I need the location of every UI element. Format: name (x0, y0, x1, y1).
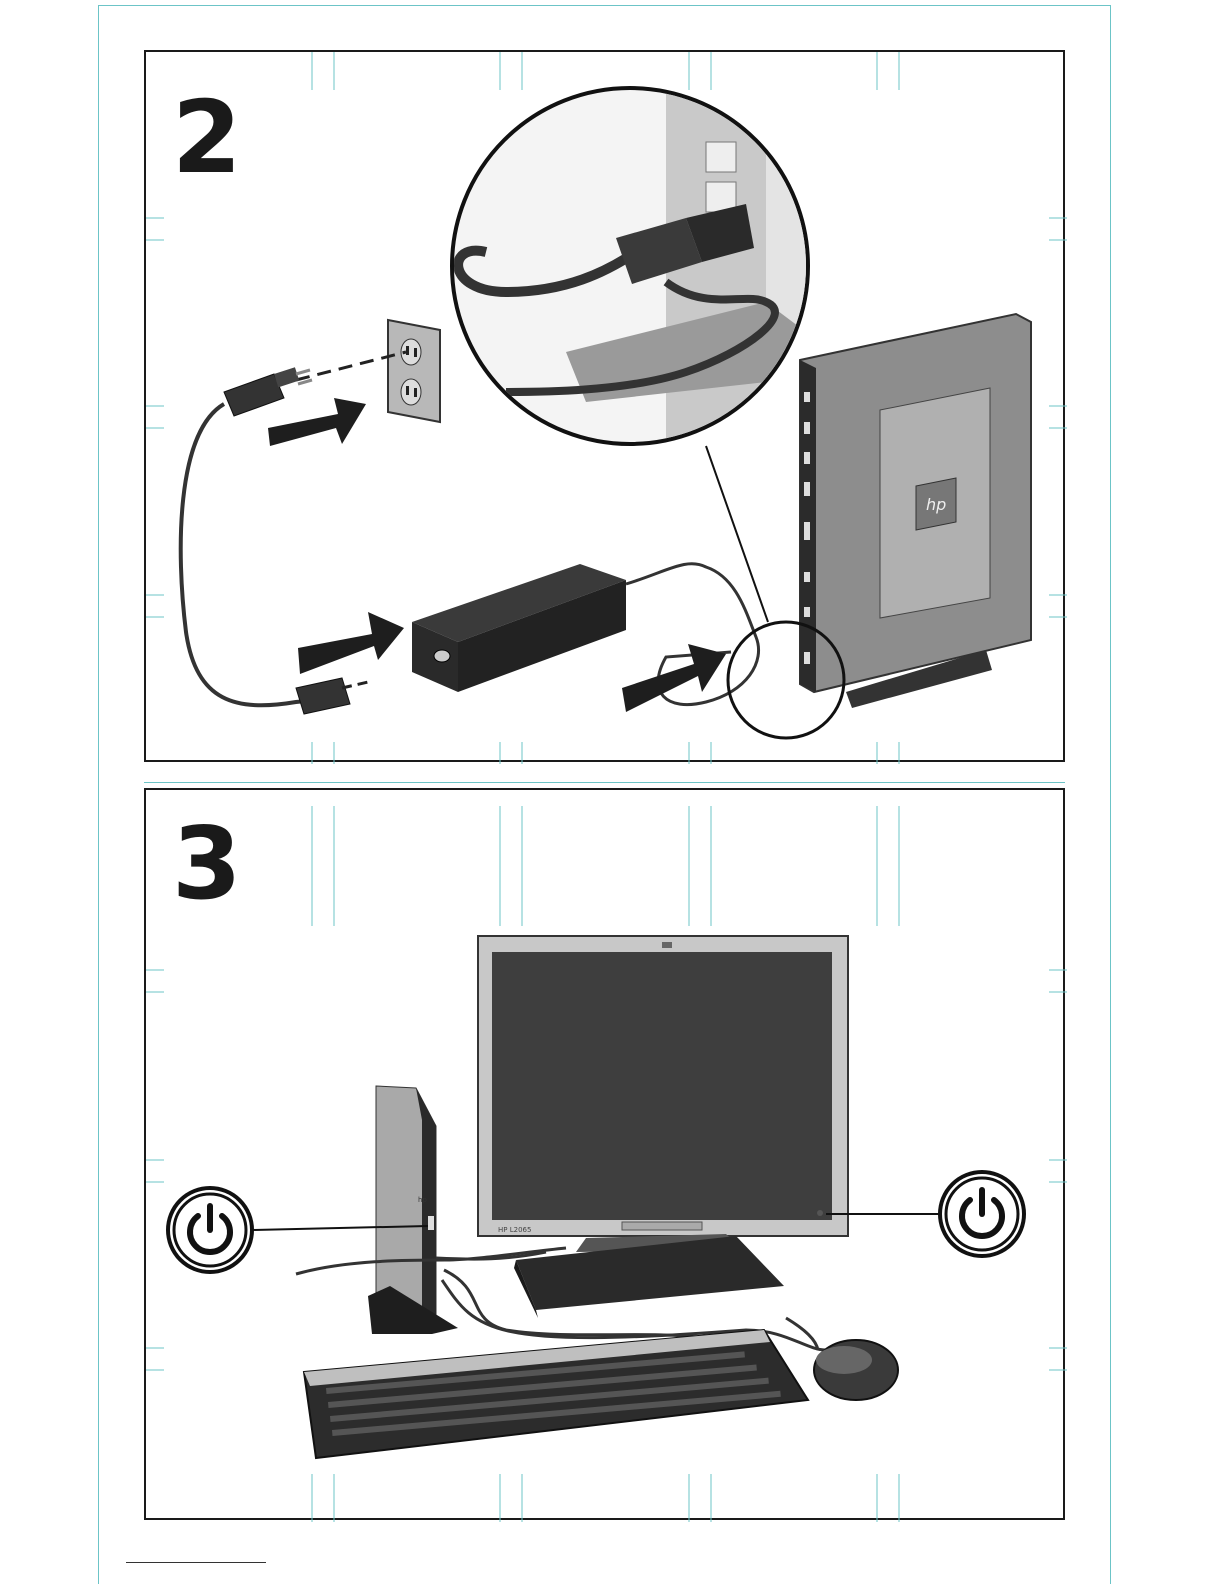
magnified-callout (452, 88, 808, 452)
power-adapter (412, 564, 626, 692)
step-2-illustration: hp (146, 52, 1067, 764)
monitor-model-label: HP L2065 (498, 1226, 531, 1234)
hp-logo: hp (926, 495, 946, 514)
power-button-icon (168, 1188, 252, 1272)
arrow-to-outlet (268, 398, 366, 446)
thin-client: hp (368, 1086, 458, 1334)
mouse (786, 1318, 898, 1400)
keyboard (304, 1330, 808, 1458)
power-button-icon (940, 1172, 1024, 1256)
page-guide-top (98, 5, 1110, 6)
page-guide-left (98, 5, 99, 1584)
step-2-panel: 2 (144, 50, 1065, 762)
hp-logo: hp (418, 1196, 427, 1204)
footer-rule (126, 1562, 266, 1563)
step-3-illustration: HP L2065 hp (146, 790, 1067, 1522)
step-3-panel: 3 HP L2065 (144, 788, 1065, 1520)
ac-plug (224, 367, 312, 416)
guide-band-top (144, 782, 1065, 783)
arrow-to-adapter (298, 612, 404, 674)
monitor: HP L2065 (478, 936, 848, 1318)
page-guide-right (1110, 5, 1111, 1584)
cord-connector (296, 678, 368, 714)
wall-outlet (388, 320, 440, 422)
